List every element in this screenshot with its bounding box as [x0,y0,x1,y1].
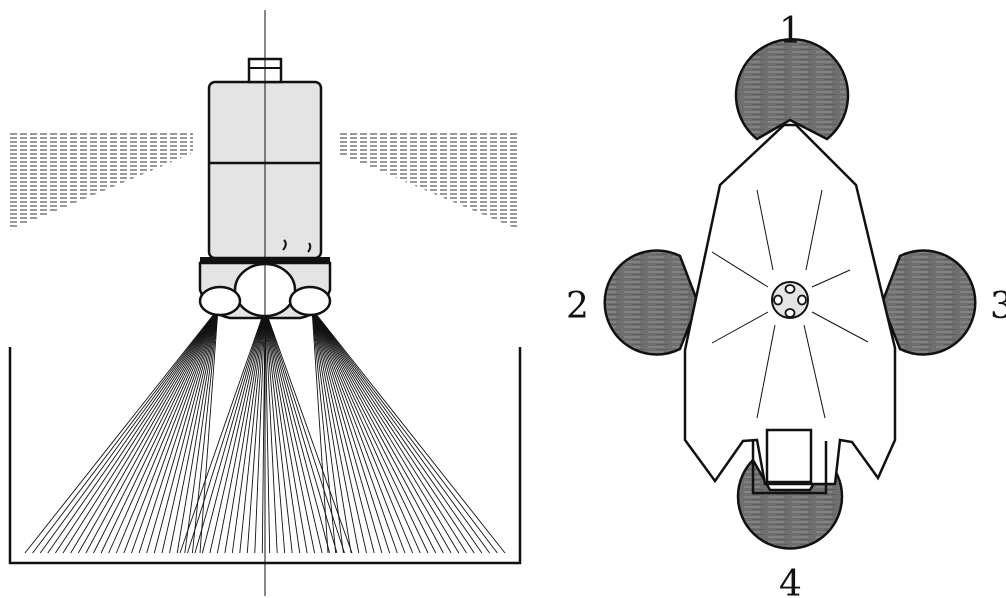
spray-line [311,308,329,554]
spray-line [24,308,219,554]
side-view [8,10,522,596]
spray-line [311,308,452,554]
spray-fan-right [311,308,506,554]
spray-line [62,308,219,554]
spray-line [311,308,498,554]
hatch-left [10,132,193,230]
hub [771,281,809,319]
spray-line [254,308,266,554]
spray-line [264,308,353,554]
rear-slot [751,441,828,495]
spray-line [311,308,475,554]
spray-line [311,308,360,554]
spray-line [311,308,460,554]
spray-line [169,308,219,554]
lobe-2 [603,249,700,356]
spray-line [311,308,467,554]
spray-fans [24,308,506,554]
lobe-1 [734,38,850,141]
spray-line [176,308,219,554]
spray-line [311,308,383,554]
spray-line [216,308,266,554]
spray-line [264,308,308,554]
label-4: 4 [779,564,802,598]
spray-line [264,308,278,554]
spray-line [311,308,483,554]
spray-fan-center [179,308,353,554]
spray-line [246,308,266,554]
spray-line [311,308,391,554]
spray-line [231,308,266,554]
spray-line [264,308,293,554]
hub-nozzles [773,284,807,318]
spray-line [311,308,421,554]
spray-line [201,308,266,554]
rear-block [765,428,813,484]
spray-line [108,308,219,554]
top-view: 1 2 3 4 [566,11,1006,598]
spray-line [115,308,219,554]
spray-line [161,308,219,554]
spray-line [209,308,266,554]
spray-line [311,308,406,554]
spray-line [264,308,345,554]
spray-line [184,308,219,554]
spray-line [77,308,219,554]
label-3: 3 [990,286,1006,327]
spray-line [199,308,219,554]
spray-line [93,308,219,554]
spray-line [47,308,219,554]
lobe-3 [880,249,977,356]
spray-line [85,308,219,554]
spray-line [311,308,490,554]
spray-line [311,308,437,554]
spray-line [123,308,219,554]
spray-line [239,308,266,554]
spray-line [224,308,266,554]
spray-line [264,308,271,554]
spray-line [311,308,337,554]
spray-line [55,308,219,554]
nozzle-left [198,285,242,317]
spray-line [187,308,266,554]
spray-line [264,308,331,554]
spray-line [146,308,219,554]
hatch-right [337,132,520,230]
nozzle-right [288,285,332,317]
spray-line [179,308,266,554]
spray-line [100,308,219,554]
radial-lines [711,189,869,419]
spray-line [311,308,352,554]
spray-line [39,308,219,554]
spray-line [138,308,219,554]
spray-line [264,308,301,554]
spray-line [311,308,444,554]
spray-line [264,308,323,554]
spray-line [153,308,219,554]
spray-line [311,308,398,554]
spray-line [70,308,219,554]
spray-line [194,308,266,554]
spray-line [191,308,219,554]
spray-line [311,308,367,554]
spray-line [311,308,506,554]
spray-line [311,308,429,554]
spray-line [311,308,375,554]
spray-line [264,308,316,554]
spray-line [32,308,219,554]
spray-fan-left [24,308,219,554]
spray-line [311,308,414,554]
spray-line [264,308,286,554]
label-1: 1 [779,11,802,52]
spray-line [311,308,344,554]
label-2: 2 [566,286,589,327]
spray-line [131,308,219,554]
